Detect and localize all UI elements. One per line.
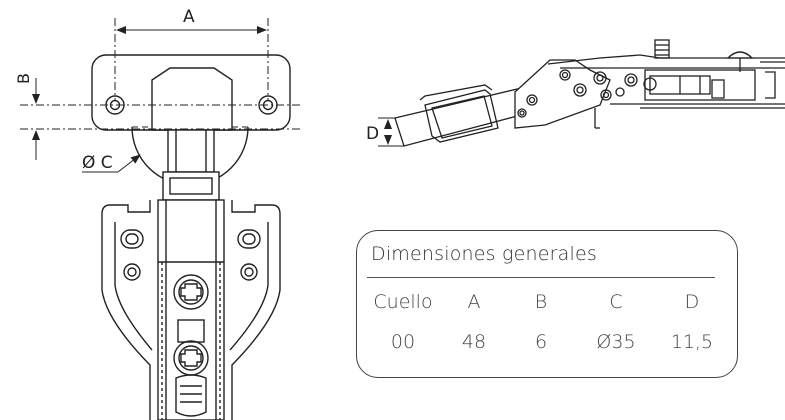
- dimension-label-texts: A B Ø C D: [14, 7, 379, 173]
- dimension-lines: [20, 18, 404, 173]
- cell-d: 11,5: [670, 331, 714, 353]
- dim-label-a: A: [183, 7, 195, 27]
- table-header-row: Cuello A B C D: [363, 291, 731, 313]
- cell-cuello: 00: [390, 331, 416, 353]
- header-cuello: Cuello: [373, 291, 433, 313]
- header-a: A: [467, 291, 481, 313]
- table-row: 00 48 6 Ø35 11,5: [363, 331, 731, 353]
- cell-a: 48: [461, 331, 487, 353]
- cell-c: Ø35: [596, 331, 636, 353]
- dim-label-d: D: [366, 124, 379, 144]
- dim-label-b: B: [14, 73, 33, 84]
- cell-b: 6: [534, 331, 548, 353]
- header-b: B: [534, 291, 548, 313]
- general-dimensions-table: Dimensiones generales Cuello A B C D 00 …: [356, 230, 738, 378]
- table-divider: [367, 277, 715, 278]
- dim-label-c: Ø C: [82, 153, 113, 173]
- hinge-front-view: [91, 54, 291, 420]
- table-title: Dimensiones generales: [371, 243, 597, 265]
- header-d: D: [684, 291, 700, 313]
- hinge-side-view: [394, 39, 785, 147]
- header-c: C: [609, 291, 623, 313]
